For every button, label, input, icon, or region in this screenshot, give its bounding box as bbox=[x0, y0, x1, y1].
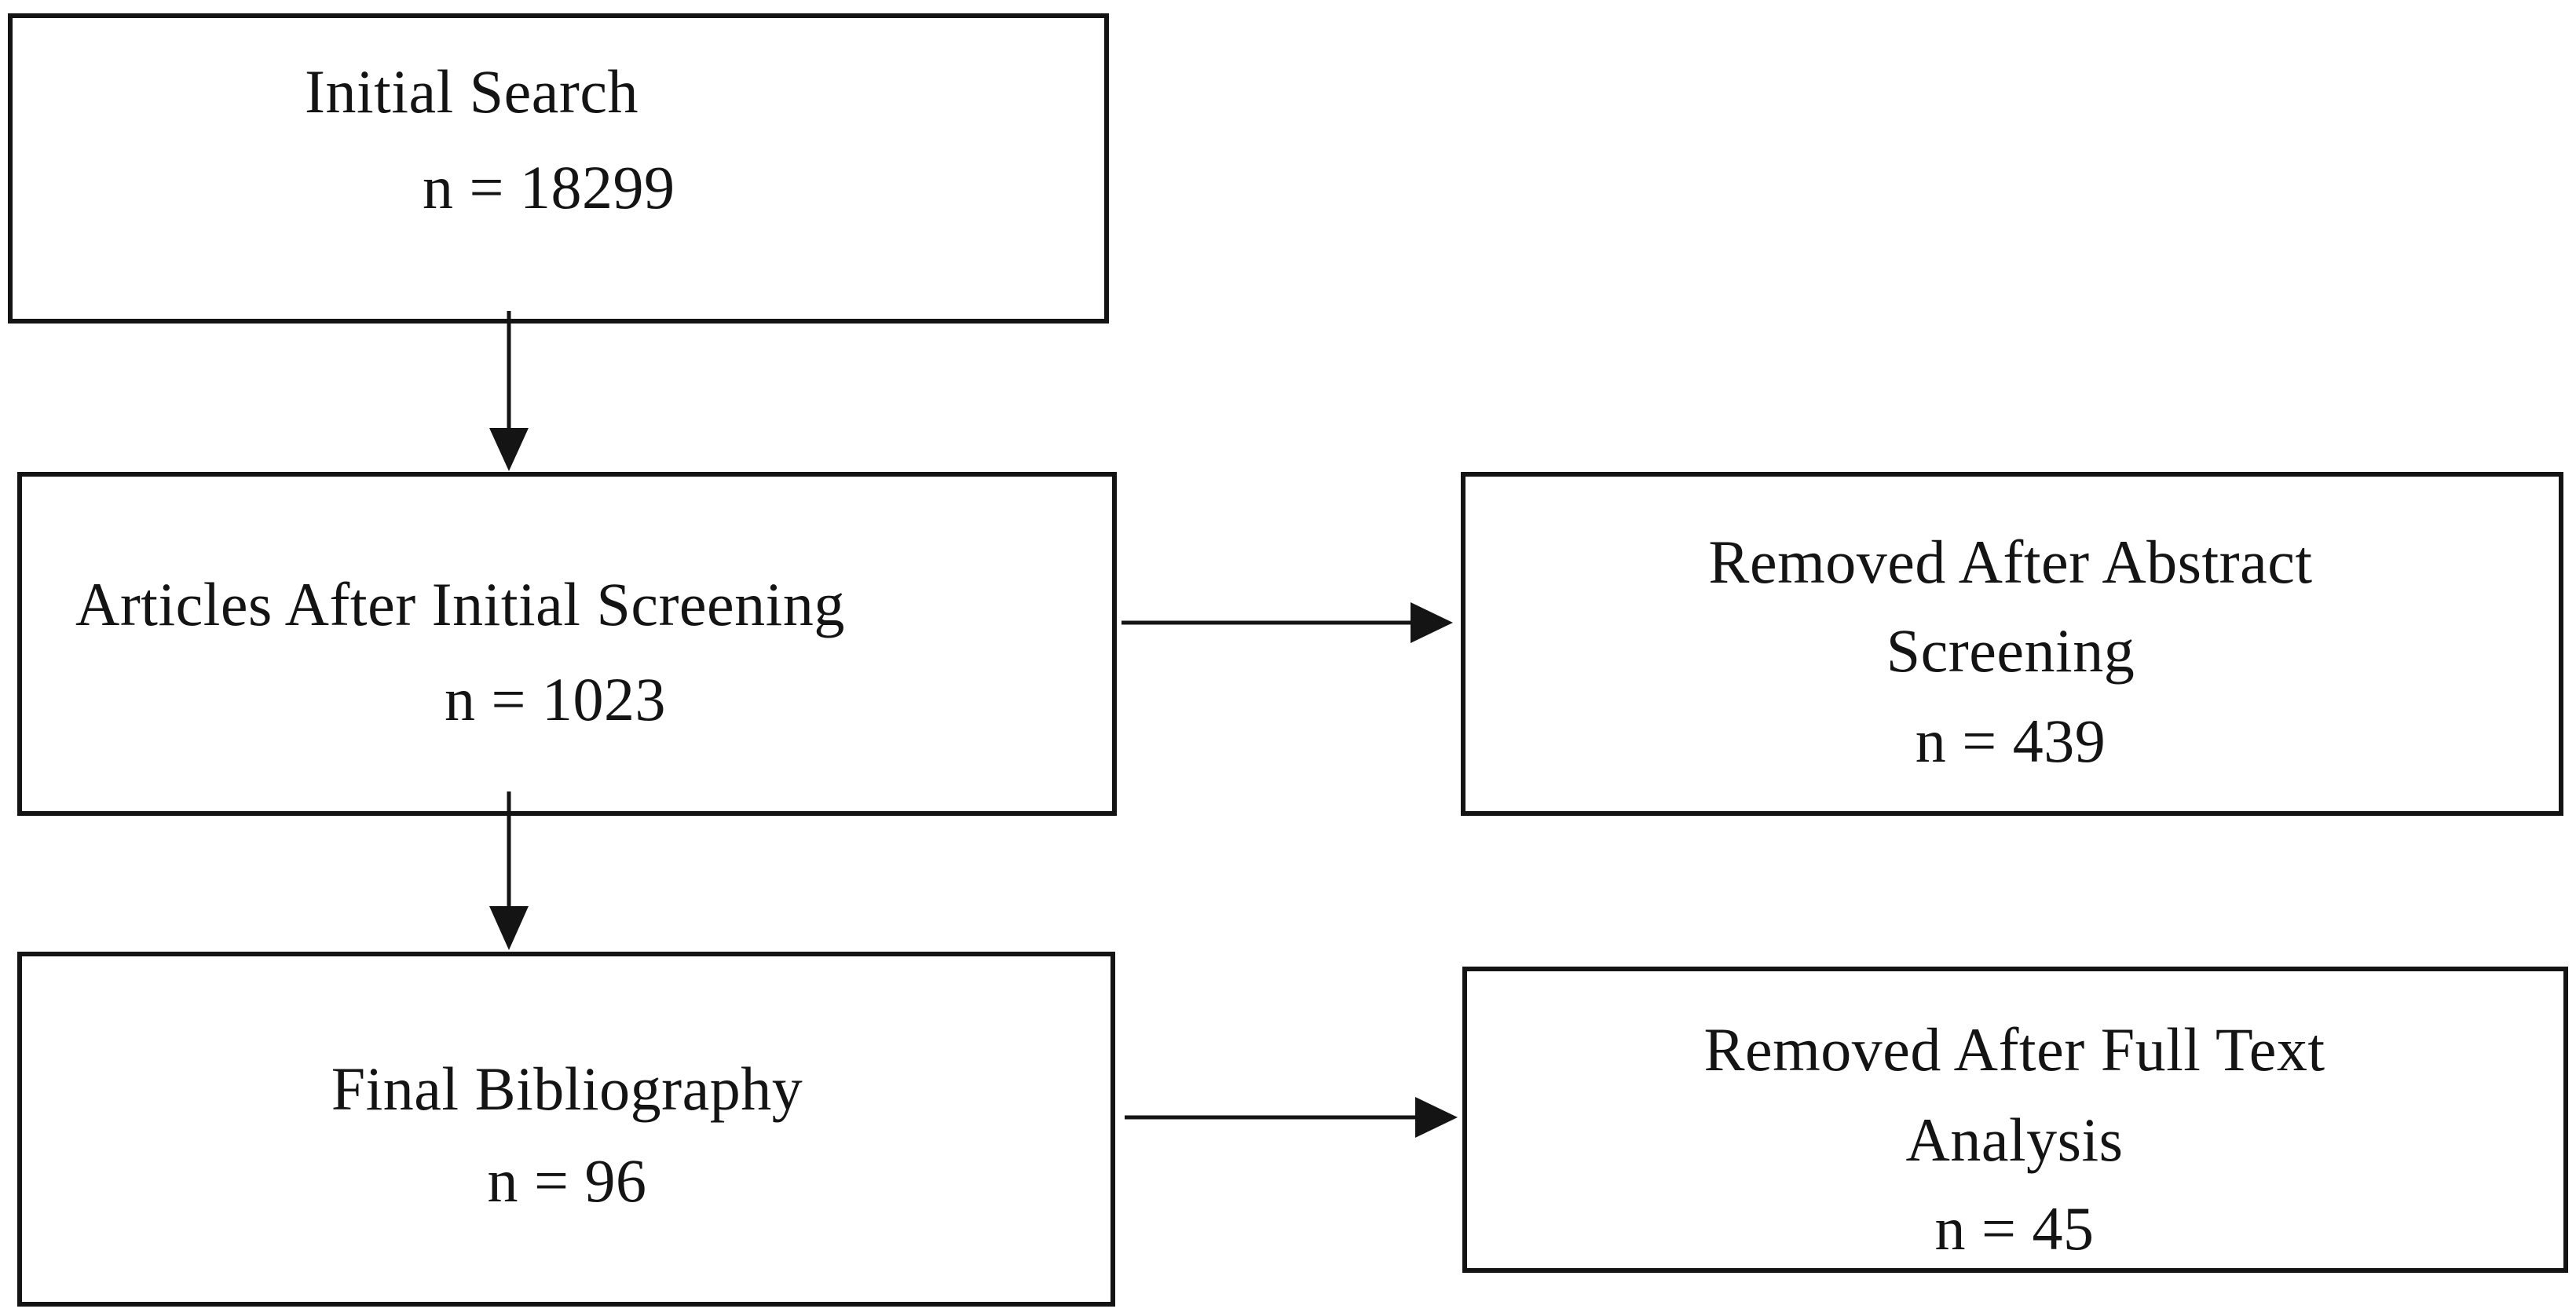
final-bibliography-count: n = 96 bbox=[487, 1146, 647, 1215]
abstract-removed-title-line1: Removed After Abstract bbox=[1708, 528, 2313, 596]
fulltext-removed-box bbox=[1462, 967, 2568, 1273]
initial-search-box bbox=[8, 13, 1109, 324]
final-bibliography-box bbox=[17, 952, 1115, 1307]
initial-screening-box bbox=[17, 472, 1117, 816]
arrowhead-right-1 bbox=[1411, 602, 1453, 643]
initial-screening-count: n = 1023 bbox=[445, 665, 666, 733]
final-bibliography-title: Final Bibliography bbox=[331, 1055, 803, 1123]
abstract-removed-box bbox=[1461, 472, 2563, 816]
fulltext-removed-title-line2: Analysis bbox=[1905, 1106, 2124, 1174]
fulltext-removed-title-line1: Removed After Full Text bbox=[1703, 1015, 2325, 1084]
initial-search-title: Initial Search bbox=[305, 57, 639, 126]
abstract-removed-count: n = 439 bbox=[1915, 707, 2106, 775]
fulltext-removed-count: n = 45 bbox=[1934, 1194, 2095, 1263]
initial-search-count: n = 18299 bbox=[423, 153, 675, 221]
arrowhead-down-2 bbox=[489, 906, 529, 950]
arrowhead-down-1 bbox=[489, 428, 529, 471]
abstract-removed-title-line2: Screening bbox=[1886, 616, 2135, 685]
initial-screening-title: Articles After Initial Screening bbox=[75, 570, 845, 638]
arrowhead-right-2 bbox=[1415, 1097, 1458, 1138]
